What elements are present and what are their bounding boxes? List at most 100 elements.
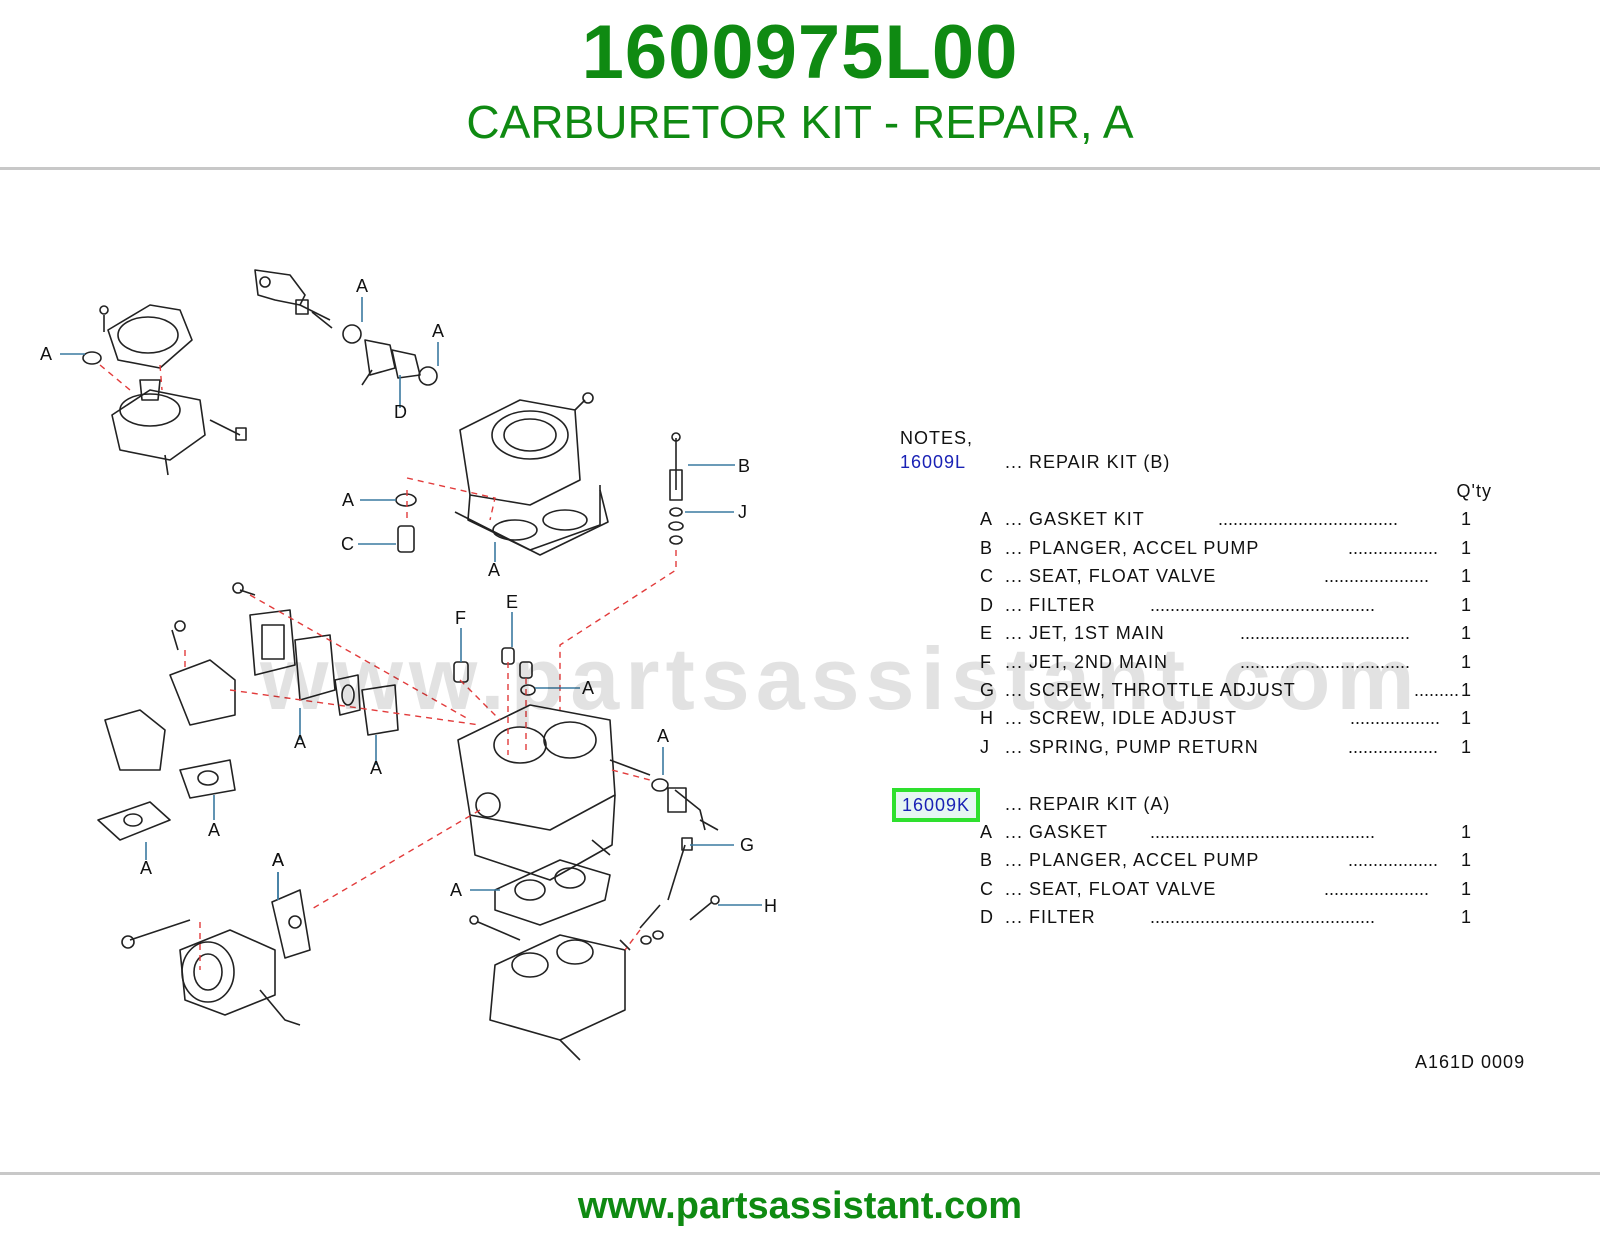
callout-label: E	[506, 592, 518, 612]
callout-label: C	[341, 534, 354, 554]
item-quantity: 1	[1460, 708, 1472, 728]
kit-item-row: F ... JET, 2ND MAIN ....................…	[900, 648, 1540, 676]
item-leader-dots: .....................	[1324, 879, 1430, 899]
item-leader-dots: ..................................	[1240, 623, 1411, 643]
item-quantity: 1	[1460, 652, 1472, 672]
item-letter: B	[980, 850, 994, 870]
part-name-subtitle: CARBURETOR KIT - REPAIR, A	[466, 96, 1134, 148]
item-quantity: 1	[1460, 907, 1472, 927]
callout-label: G	[740, 835, 754, 855]
callout-label: B	[738, 456, 750, 476]
header-divider	[0, 167, 1600, 170]
kit-item-row: C ... SEAT, FLOAT VALVE ................…	[900, 562, 1540, 590]
kit-header-row: 16009L ... REPAIR KIT (B)	[900, 448, 1540, 476]
qty-column-header: Q'ty	[1456, 481, 1492, 501]
item-leader-dots: ..................	[1348, 850, 1439, 870]
callout-label: A	[488, 560, 500, 580]
kit-item-row: G ... SCREW, THROTTLE ADJUST ......... 1	[900, 676, 1540, 704]
item-description: ... GASKET KIT	[1005, 509, 1145, 529]
callout-label: D	[394, 402, 407, 422]
item-quantity: 1	[1460, 850, 1472, 870]
item-leader-dots: ..................................	[1240, 652, 1411, 672]
item-description: ... FILTER	[1005, 595, 1096, 615]
item-quantity: 1	[1460, 822, 1472, 842]
item-letter: E	[980, 623, 994, 643]
callout-label: A	[40, 344, 52, 364]
qty-header-row: Q'ty	[900, 477, 1540, 505]
kit-item-row: J ... SPRING, PUMP RETURN ..............…	[900, 733, 1540, 761]
item-leader-dots: ........................................…	[1150, 822, 1376, 842]
notes-label: NOTES,	[900, 428, 974, 448]
kit-item-row: C ... SEAT, FLOAT VALVE ................…	[900, 875, 1540, 903]
footer-divider	[0, 1172, 1600, 1175]
item-quantity: 1	[1460, 566, 1472, 586]
item-description: ... SEAT, FLOAT VALVE	[1005, 879, 1217, 899]
callout-label: A	[450, 880, 462, 900]
item-description: ... PLANGER, ACCEL PUMP	[1005, 538, 1260, 558]
diagram-reference-code: A161D 0009	[1415, 1052, 1526, 1072]
kit-item-row: E ... JET, 1ST MAIN ....................…	[900, 619, 1540, 647]
callout-label: H	[764, 896, 777, 916]
callout-label: A	[294, 732, 306, 752]
site-footer-link[interactable]: www.partsassistant.com	[577, 1185, 1023, 1227]
item-description: ... JET, 2ND MAIN	[1005, 652, 1169, 672]
item-letter: J	[980, 737, 990, 757]
callout-label: A	[432, 321, 444, 341]
item-leader-dots: ....................................	[1218, 509, 1399, 529]
site-watermark: www.partsassistant.com	[260, 629, 1421, 728]
item-letter: C	[980, 879, 994, 899]
kit-description: ... REPAIR KIT (A)	[1005, 794, 1171, 814]
item-quantity: 1	[1460, 509, 1472, 529]
item-leader-dots: ........................................…	[1150, 595, 1376, 615]
kit-description: ... REPAIR KIT (B)	[1005, 452, 1171, 472]
item-quantity: 1	[1460, 623, 1472, 643]
item-leader-dots: ..................	[1348, 737, 1439, 757]
item-description: ... SCREW, IDLE ADJUST	[1005, 708, 1238, 728]
item-quantity: 1	[1460, 879, 1472, 899]
item-quantity: 1	[1460, 595, 1472, 615]
callout-label: A	[272, 850, 284, 870]
item-letter: C	[980, 566, 994, 586]
kit-item-row: B ... PLANGER, ACCEL PUMP ..............…	[900, 846, 1540, 874]
item-letter: H	[980, 708, 994, 728]
item-quantity: 1	[1460, 737, 1472, 757]
item-description: ... PLANGER, ACCEL PUMP	[1005, 850, 1260, 870]
item-leader-dots: ..................	[1348, 538, 1439, 558]
callout-label: A	[140, 858, 152, 878]
item-letter: D	[980, 595, 994, 615]
item-letter: A	[980, 509, 994, 529]
exploded-parts-diagram: A A A D A C A B J F E A A A A A A A G A …	[0, 250, 830, 1100]
callout-label: F	[455, 608, 466, 628]
item-leader-dots: ..................	[1350, 708, 1441, 728]
callout-label: A	[356, 276, 368, 296]
kit-item-row: D ... FILTER ...........................…	[900, 903, 1540, 931]
kit-item-row: B ... PLANGER, ACCEL PUMP ..............…	[900, 534, 1540, 562]
callout-label: A	[272, 850, 284, 870]
item-leader-dots: .....................	[1324, 566, 1430, 586]
kit-item-row: A ... GASKET ...........................…	[900, 818, 1540, 846]
item-letter: A	[980, 822, 994, 842]
carburetor-exploded-view: A A A D A C A B J F E A A A A A A A G A …	[40, 269, 777, 1061]
kit-code-link-selected[interactable]: 16009K	[892, 788, 981, 822]
item-quantity: 1	[1460, 538, 1472, 558]
item-letter: D	[980, 907, 994, 927]
item-description: ... SEAT, FLOAT VALVE	[1005, 566, 1217, 586]
item-description: ... SCREW, THROTTLE ADJUST	[1005, 680, 1296, 700]
item-leader-dots: ........................................…	[1150, 907, 1376, 927]
item-letter: G	[980, 680, 996, 700]
item-letter: F	[980, 652, 992, 672]
kit-item-row: A ... GASKET KIT .......................…	[900, 505, 1540, 533]
callout-label: A	[342, 490, 354, 510]
item-quantity: 1	[1460, 680, 1472, 700]
kit-code-link[interactable]: 16009L	[900, 452, 967, 472]
page-header: 1600975L00 CARBURETOR KIT - REPAIR, A	[0, 0, 1600, 168]
callout-label: A	[657, 726, 669, 746]
callout-label: A	[582, 678, 594, 698]
callout-label: J	[738, 502, 747, 522]
part-number-title: 1600975L00	[581, 10, 1019, 95]
kit-item-row: H ... SCREW, IDLE ADJUST ...............…	[900, 704, 1540, 732]
item-letter: B	[980, 538, 994, 558]
item-description: ... JET, 1ST MAIN	[1005, 623, 1165, 643]
item-leader-dots: .........	[1414, 680, 1460, 700]
callout-label: A	[208, 820, 220, 840]
